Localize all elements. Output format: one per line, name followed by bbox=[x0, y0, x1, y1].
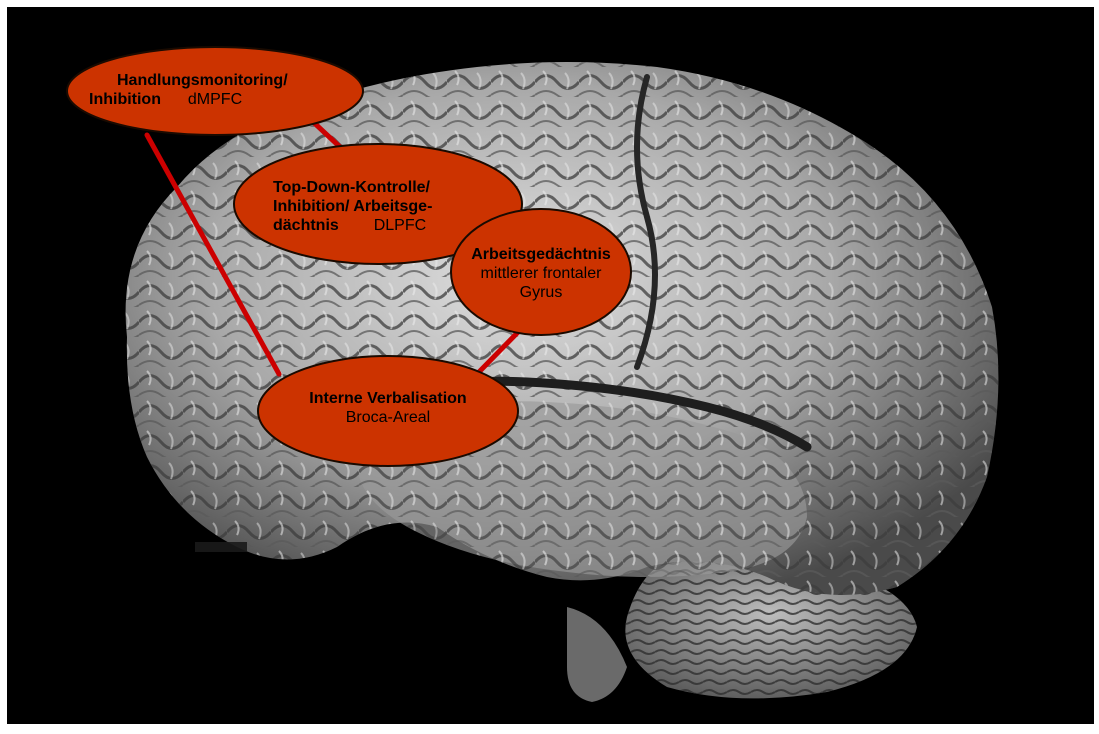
broca-title: Interne Verbalisation bbox=[309, 390, 466, 407]
label-dmpfc: Handlungsmonitoring/ Inhibition dMPFC bbox=[89, 59, 349, 121]
brainstem-shape bbox=[567, 607, 627, 702]
brain-image bbox=[126, 62, 999, 702]
mfg-area-line1: mittlerer frontaler bbox=[481, 265, 602, 282]
label-dlpfc: Top-Down-Kontrolle/ Inhibition/ Arbeitsg… bbox=[259, 167, 499, 245]
dmpfc-title: Handlungsmonitoring/ bbox=[117, 72, 288, 89]
diagram-canvas: Handlungsmonitoring/ Inhibition dMPFC To… bbox=[7, 7, 1094, 724]
dmpfc-area: dMPFC bbox=[188, 91, 242, 108]
dlpfc-function: Inhibition/ Arbeitsge- bbox=[273, 198, 432, 215]
mfg-area-line2: Gyrus bbox=[520, 284, 563, 301]
dlpfc-area: DLPFC bbox=[374, 217, 426, 234]
broca-area: Broca-Areal bbox=[346, 409, 430, 426]
dlpfc-function-cont: dächtnis bbox=[273, 217, 339, 234]
mfg-title: Arbeitsgedächtnis bbox=[471, 246, 611, 263]
dlpfc-title: Top-Down-Kontrolle/ bbox=[273, 179, 430, 196]
dmpfc-function: Inhibition bbox=[89, 91, 161, 108]
label-broca: Interne Verbalisation Broca-Areal bbox=[265, 383, 511, 433]
label-mfg: Arbeitsgedächtnis mittlerer frontaler Gy… bbox=[453, 239, 629, 307]
